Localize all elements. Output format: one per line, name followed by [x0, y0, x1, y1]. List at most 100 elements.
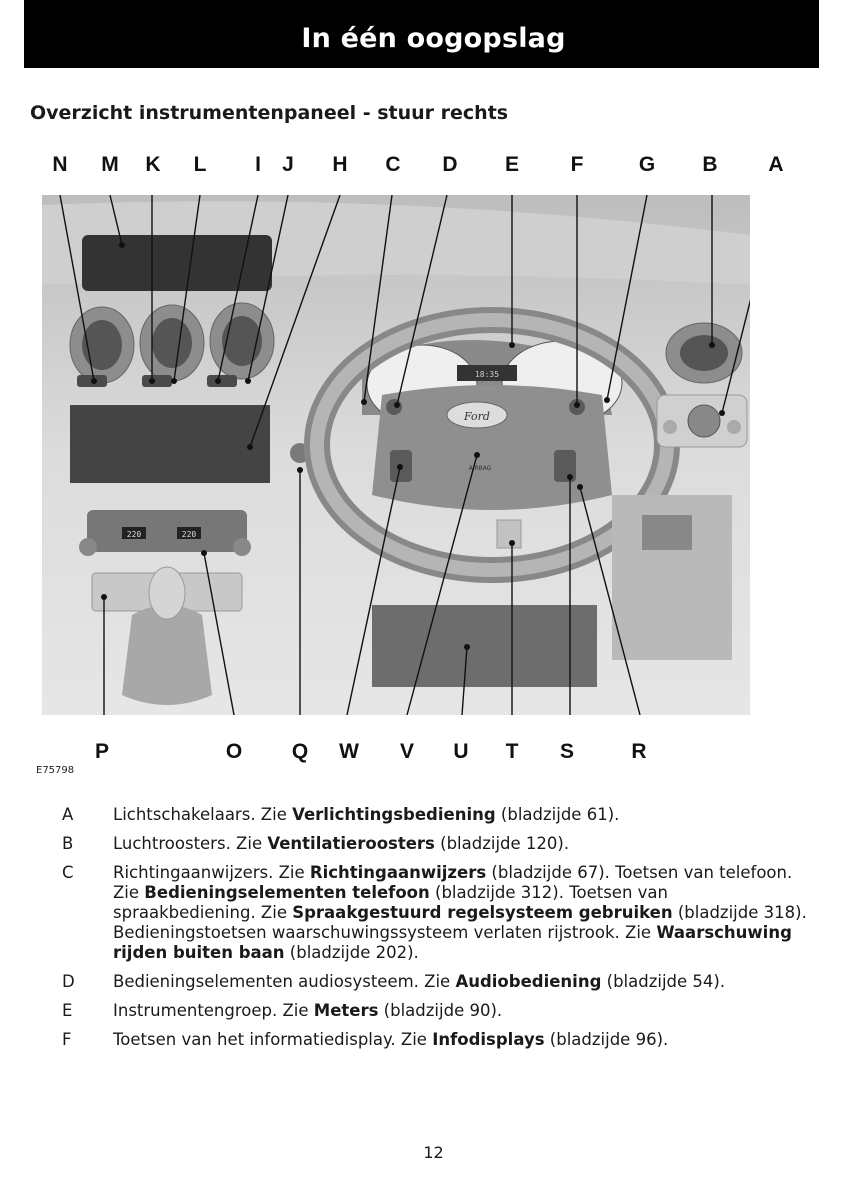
- legend-reference: Meters: [313, 1001, 379, 1020]
- light-switch-knob: [687, 404, 721, 438]
- light-switch-button-left: [663, 420, 677, 434]
- legend-description: Toetsen van het informatiedisplay. Zie I…: [113, 1030, 807, 1050]
- callout-i: I: [255, 153, 261, 176]
- ford-logo-text: Ford: [463, 410, 490, 423]
- leader-o: [203, 552, 235, 715]
- legend-reference: Infodisplays: [432, 1030, 545, 1049]
- vent-right-inner: [680, 335, 728, 371]
- leader-r: [579, 486, 641, 715]
- callout-a: A: [768, 153, 784, 176]
- legend-text-part: (bladzijde 120).: [434, 834, 570, 853]
- section-title: Overzicht instrumentenpaneel - stuur rec…: [30, 102, 509, 124]
- leader-j: [247, 195, 289, 382]
- legend-text-part: (bladzijde 312). Toetsen van spraakbedie…: [113, 883, 668, 922]
- legend-reference: Spraakgestuurd regelsysteem gebruiken: [292, 903, 673, 922]
- leader-dots: [91, 242, 725, 650]
- callout-s: S: [559, 740, 575, 763]
- legend-text-part: Bedieningselementen audiosysteem. Zie: [113, 972, 456, 991]
- leader-v: [406, 454, 478, 715]
- button-i: [207, 375, 237, 387]
- callout-p: P: [94, 740, 110, 763]
- callout-k: K: [145, 153, 161, 176]
- legend-text-part: (bladzijde 202).: [284, 943, 419, 962]
- callout-f: F: [570, 153, 584, 176]
- legend-description: Bedieningselementen audiosysteem. Zie Au…: [113, 972, 807, 992]
- cluster-clock: 18:35: [475, 370, 499, 379]
- callout-v: V: [399, 740, 415, 763]
- leader-i: [217, 195, 259, 382]
- page-title: In één oogopslag: [301, 23, 566, 54]
- callout-t: T: [505, 740, 519, 763]
- climate-temp-right: 220: [182, 530, 197, 539]
- legend-text-part: (bladzijde 54).: [601, 972, 726, 991]
- legend-item: F Toetsen van het informatiedisplay. Zie …: [62, 1030, 807, 1050]
- legend-description: Richtingaanwijzers. Zie Richtingaanwijze…: [113, 863, 807, 963]
- passenger-storage: [642, 515, 692, 550]
- leader-a: [721, 299, 750, 414]
- legend-reference: Richtingaanwijzers: [309, 863, 487, 882]
- legend-item: A Lichtschakelaars. Zie Verlichtingsbedie…: [62, 805, 807, 825]
- legend-text-part: (bladzijde 318). Bedieningstoetsen waars…: [113, 903, 807, 942]
- leader-w: [346, 466, 401, 715]
- vent-left-1-inner: [82, 320, 122, 370]
- legend-description: Lichtschakelaars. Zie Verlichtingsbedien…: [113, 805, 807, 825]
- steering-column: [496, 519, 522, 549]
- callout-j: J: [282, 153, 294, 176]
- vent-left-3-inner: [222, 316, 262, 366]
- callout-l: L: [193, 153, 207, 176]
- legend-text-part: Instrumentengroep. Zie: [113, 1001, 314, 1020]
- leader-l: [173, 195, 201, 382]
- dashboard-diagram: 220 220 18:35 Ford AIRBAG: [42, 195, 750, 715]
- legend-text-part: Lichtschakelaars. Zie: [113, 805, 293, 824]
- callout-n: N: [52, 153, 68, 176]
- callout-h: H: [332, 153, 348, 176]
- steering-wheel-hub: [372, 385, 612, 510]
- legend-letter: A: [62, 805, 74, 824]
- callout-b: B: [702, 153, 718, 176]
- legend-text-part: (bladzijde 96).: [544, 1030, 669, 1049]
- leader-h: [249, 195, 341, 448]
- legend-reference: Waarschuwing rijden buiten baan: [113, 923, 792, 962]
- center-screen: [70, 405, 270, 483]
- left-spoke-button: [386, 399, 402, 415]
- legend-letter: F: [62, 1030, 72, 1049]
- callout-o: O: [225, 740, 243, 763]
- legend-reference: Audiobediening: [455, 972, 602, 991]
- leader-g: [606, 195, 648, 401]
- lower-panel: [372, 605, 597, 687]
- callout-r: R: [631, 740, 647, 763]
- legend-reference: Bedieningselementen telefoon: [144, 883, 430, 902]
- cluster-display: [457, 365, 517, 381]
- gear-boot: [122, 605, 212, 705]
- leader-n: [59, 195, 95, 382]
- callout-g: G: [638, 153, 656, 176]
- legend-text-part: (bladzijde 90).: [378, 1001, 503, 1020]
- climate-knob-right: [233, 538, 251, 556]
- climate-panel: [87, 510, 247, 552]
- ford-logo: [446, 401, 508, 429]
- callout-w: W: [339, 740, 359, 763]
- button-k: [142, 375, 172, 387]
- legend-text-part: Toetsen van het informatiedisplay. Zie: [113, 1030, 433, 1049]
- legend-text-part: (bladzijde 67). Toetsen van telefoon. Zi…: [113, 863, 793, 902]
- climate-display-left: [122, 527, 146, 539]
- callout-d: D: [442, 153, 458, 176]
- callout-u: U: [453, 740, 469, 763]
- callout-e: E: [504, 153, 520, 176]
- page-number: 12: [423, 1143, 444, 1162]
- legend-reference: Ventilatieroosters: [267, 834, 435, 853]
- callout-m: M: [101, 153, 119, 176]
- right-spoke-controls: [554, 450, 576, 482]
- climate-display-right: [177, 527, 201, 539]
- legend-description: Luchtroosters. Zie Ventilatieroosters (b…: [113, 834, 807, 854]
- upper-display: [82, 235, 272, 291]
- climate-temp-left: 220: [127, 530, 142, 539]
- gear-knob: [148, 566, 186, 620]
- figure-id: E75798: [36, 765, 75, 776]
- leader-u: [461, 646, 468, 715]
- leader-m: [109, 195, 123, 246]
- leader-d: [396, 195, 448, 406]
- callout-q: Q: [291, 740, 309, 763]
